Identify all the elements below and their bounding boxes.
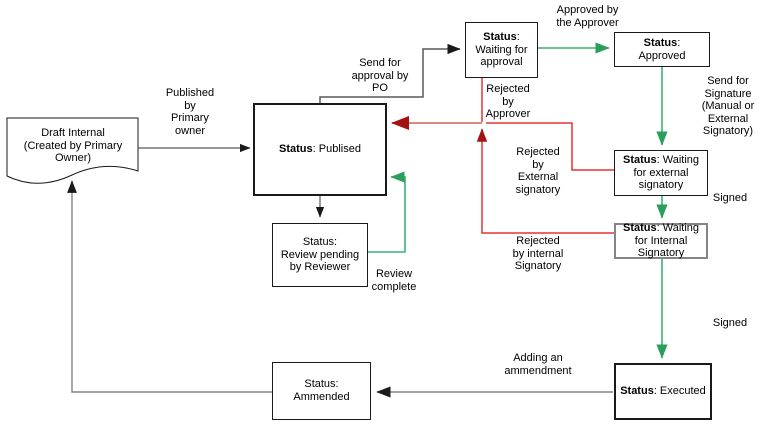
- node-draft-internal-label: Draft Internal (Created by Primary Owner…: [23, 126, 123, 165]
- node-status-ammended: Status: Ammended: [272, 362, 371, 420]
- label-rejected-by-internal-signatory: Rejected by internal Signatory: [512, 235, 564, 273]
- edge-review-complete-to-published: [368, 171, 406, 253]
- label-published-by-primary-owner: Published by Primary owner: [165, 87, 215, 137]
- node-status-waiting-internal-label: Status: Waiting for Internal Signatory: [622, 221, 699, 260]
- node-status-published: Status: Publised: [253, 103, 387, 196]
- label-rejected-by-external-signatory: Rejected by External signatory: [515, 146, 561, 196]
- node-status-waiting-external-label: Status: Waiting for external signatory: [622, 153, 699, 192]
- node-status-waiting-external-signatory: Status: Waiting for external signatory: [614, 150, 708, 196]
- node-status-executed-label: Status: Executed: [620, 385, 706, 398]
- node-status-waiting-approval-label: Status: Waiting for approval: [475, 30, 528, 69]
- node-status-review-pending-label: Status: Review pending by Reviewer: [280, 235, 360, 274]
- node-status-review-pending: Status: Review pending by Reviewer: [272, 223, 368, 287]
- label-send-for-approval-by-po: Send for approval by PO: [351, 57, 409, 95]
- label-send-for-signature: Send for Signature (Manual or External S…: [701, 75, 755, 138]
- label-rejected-by-approver: Rejected by Approver: [485, 83, 531, 121]
- node-status-ammended-label: Status: Ammended: [293, 378, 350, 403]
- label-adding-an-ammendment: Adding an ammendment: [504, 352, 572, 377]
- edge-rejected-by-external-signatory: [486, 122, 614, 171]
- node-draft-internal: Draft Internal (Created by Primary Owner…: [12, 122, 134, 170]
- node-status-approved: Status: Approved: [614, 32, 710, 67]
- node-status-approved-label: Status: Approved: [638, 36, 686, 62]
- edge-published-to-waiting-approval: [319, 43, 461, 103]
- node-status-published-label: Status: Publised: [279, 143, 361, 156]
- edge-ammended-to-draft: [67, 180, 272, 393]
- draft-document-shape: [6, 117, 139, 184]
- label-approved-by-the-approver: Approved by the Approver: [556, 4, 619, 29]
- label-review-complete: Review complete: [371, 268, 417, 293]
- node-status-executed: Status: Executed: [614, 363, 712, 420]
- node-status-waiting-internal-signatory: Status: Waiting for Internal Signatory: [614, 221, 708, 260]
- label-signed-external: Signed: [712, 192, 748, 204]
- label-signed-internal: Signed: [712, 317, 748, 329]
- edge-rejected-by-internal-signatory: [476, 128, 614, 234]
- node-status-waiting-approval: Status: Waiting for approval: [465, 22, 538, 78]
